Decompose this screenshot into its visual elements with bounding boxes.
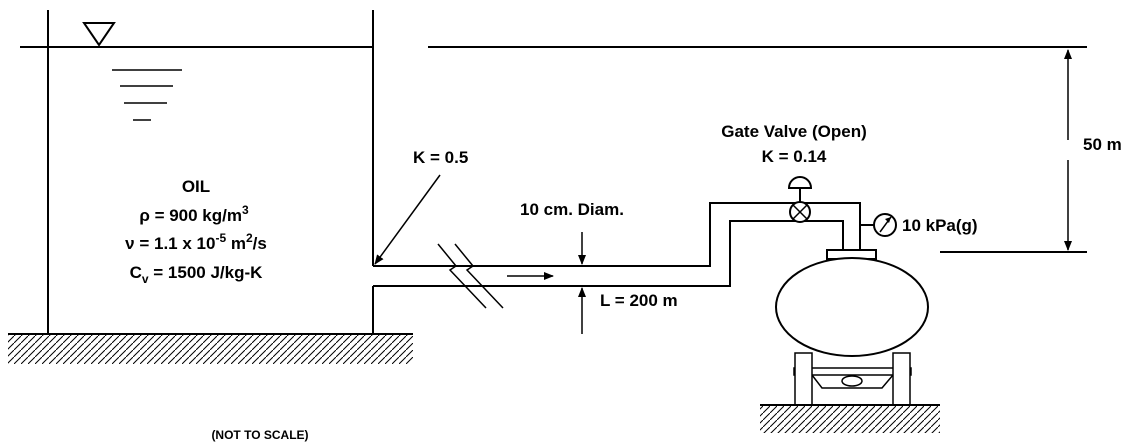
gate-valve-icon	[787, 176, 813, 223]
valve-k-label: K = 0.14	[762, 147, 827, 166]
tank-truck	[775, 257, 929, 406]
elevation-label: 50 m	[1083, 135, 1122, 154]
fluid-name: OIL	[182, 177, 210, 196]
heat-capacity-label: Cv = 1500 J/kg-K	[130, 263, 264, 286]
length-label: L = 200 m	[600, 291, 678, 310]
pressure-gauge-icon	[860, 213, 897, 237]
water-surface-marks	[112, 69, 182, 121]
ground-hatch-tank	[8, 333, 413, 364]
entrance-k-label: K = 0.5	[413, 148, 468, 167]
entrance-arrow	[374, 174, 441, 265]
ground-hatch-truck	[760, 404, 940, 433]
reservoir-tank	[20, 10, 374, 334]
diameter-label: 10 cm. Diam.	[520, 200, 624, 219]
truck-wheel-right	[892, 352, 911, 406]
viscosity-label: ν = 1.1 x 10-5 m2/s	[125, 231, 267, 253]
free-surface-triangle-icon	[82, 22, 116, 47]
pipe-break-mark	[437, 243, 504, 309]
not-to-scale-note: (NOT TO SCALE)	[211, 428, 308, 442]
gauge-reading: 10 kPa(g)	[902, 216, 978, 235]
valve-title: Gate Valve (Open)	[721, 122, 867, 141]
truck-wheel-left	[794, 352, 813, 406]
density-label: ρ = 900 kg/m3	[139, 203, 249, 225]
